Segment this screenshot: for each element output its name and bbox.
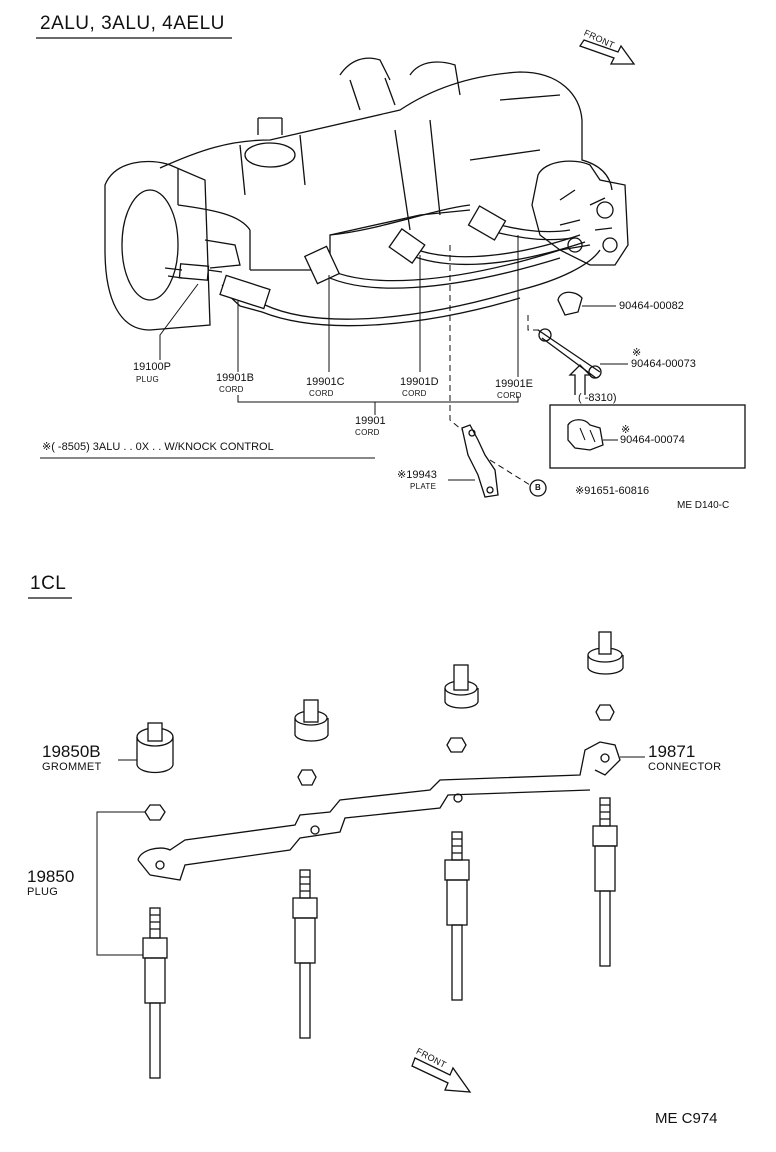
part-19943-name: PLATE [410, 482, 437, 491]
part-19871-number: 19871 [648, 742, 696, 761]
part-19901b-name: CORD [219, 385, 244, 394]
section2-code: ME C974 [655, 1110, 718, 1127]
part-19901-number: 19901 [355, 415, 386, 427]
nuts [144, 704, 615, 821]
part-91651-60816: ※91651-60816 [575, 485, 650, 497]
front-arrow-top [578, 39, 636, 65]
nut-1 [144, 804, 166, 821]
leaders-section1 [159, 235, 519, 415]
part-19901d-number: 19901D [400, 376, 439, 388]
part-90464-00074: 90464-00074 [620, 434, 685, 446]
part-19943-number: ※19943 [397, 469, 437, 481]
part-19850b-number: 19850B [42, 742, 101, 761]
front-arrow-bottom [411, 1057, 472, 1093]
part-19850-number: 19850 [27, 867, 75, 886]
clamp-box [549, 404, 746, 469]
engine-block [159, 57, 613, 271]
part-19850b-name: GROMMET [42, 761, 102, 773]
part-19901-name: CORD [355, 428, 380, 437]
dash-plate-line [449, 245, 463, 431]
clamp-90464-00073 [537, 328, 628, 379]
grommet-2 [294, 699, 329, 742]
note-knock-control: ※( -8505) 3ALU . . 0X . . W/KNOCK CONTRO… [42, 441, 274, 453]
nut-4 [595, 704, 615, 721]
part-19100p-number: 19100P [133, 361, 171, 373]
distributor [531, 160, 629, 266]
section1-code: ME D140-C [677, 500, 730, 511]
glow-plug-4 [592, 797, 618, 967]
grommet-1 [136, 722, 174, 774]
bolt-mark: B [535, 483, 542, 492]
glow-plug-1 [142, 907, 168, 1079]
part-90464-00074-mark: ※ [621, 424, 631, 436]
part-19871-name: CONNECTOR [648, 761, 722, 773]
section1-title: 2ALU, 3ALU, 4AELU [40, 13, 225, 34]
engine-pulley [104, 160, 241, 331]
leaders-section2 [96, 756, 645, 956]
box-label: ( -8310) [578, 392, 617, 404]
part-90464-00082: 90464-00082 [619, 300, 684, 312]
grommet-3 [444, 664, 479, 709]
grommet-4 [587, 631, 624, 675]
part-19901d-name: CORD [402, 389, 427, 398]
glow-plug-2 [292, 869, 318, 1039]
plate-19943 [448, 424, 499, 498]
glow-plug-3 [444, 831, 470, 1001]
ignition-cords [219, 205, 601, 327]
nut-3 [446, 737, 467, 753]
spark-plug-19100p [164, 263, 223, 281]
part-90464-00073-mark: ※ [632, 347, 642, 359]
part-19901c-name: CORD [309, 389, 334, 398]
part-19901e-name: CORD [497, 391, 522, 400]
part-19901e-number: 19901E [495, 378, 533, 390]
part-19850-name: PLUG [27, 886, 59, 898]
connector-bar [137, 741, 621, 881]
part-90464-00073: 90464-00073 [631, 358, 696, 370]
clamp-90464-00082 [557, 291, 616, 316]
section2-title: 1CL [30, 573, 67, 594]
part-19901c-number: 19901C [306, 376, 345, 388]
dash-clamp-line [527, 315, 540, 331]
grommets [136, 631, 624, 774]
dash-bolt-line [489, 459, 531, 486]
nut-2 [297, 769, 317, 786]
box-arrow [568, 364, 592, 395]
part-19100p-name: PLUG [136, 375, 159, 384]
bolt-marker [529, 479, 547, 497]
part-19901b-number: 19901B [216, 372, 254, 384]
